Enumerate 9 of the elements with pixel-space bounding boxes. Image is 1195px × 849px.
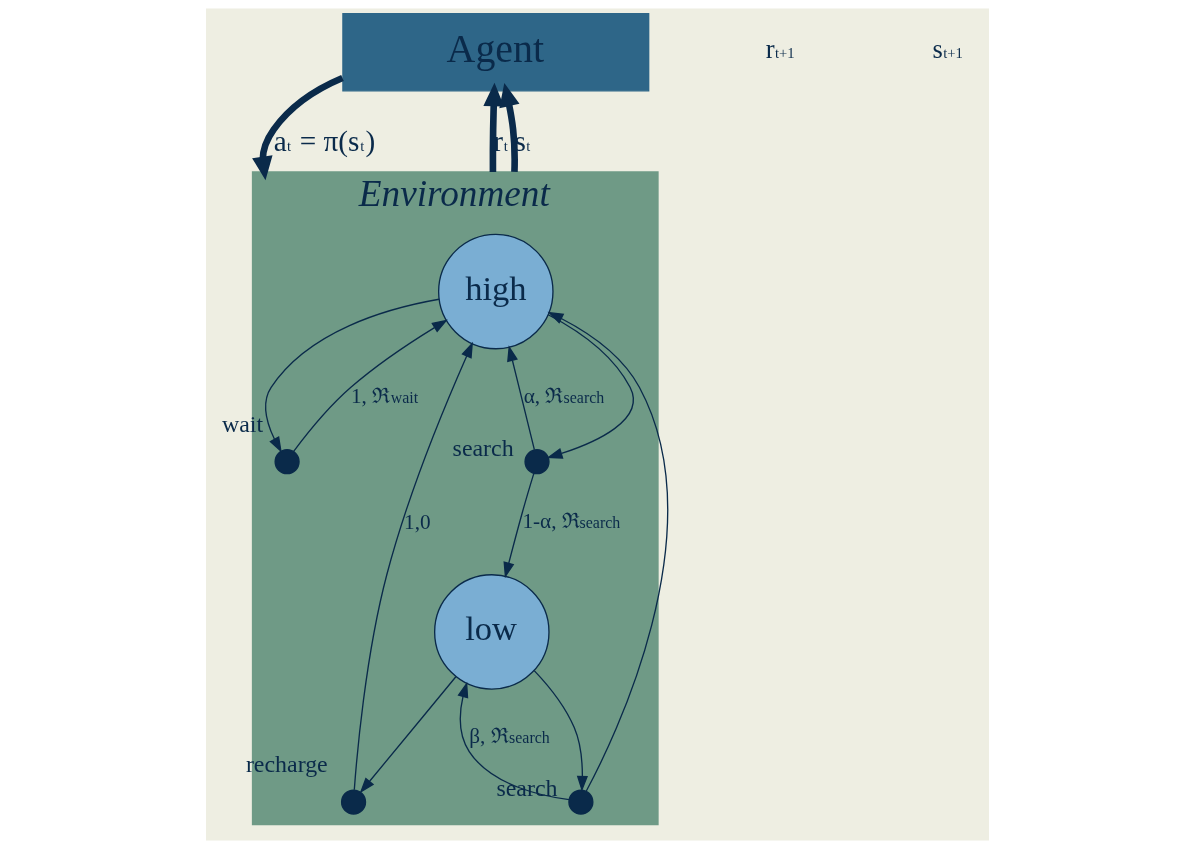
edge-label: 1,0 [404,510,431,535]
edge-label: 1-α, ℜsearch [522,508,621,533]
label: st+1 [932,33,963,64]
edge-label: at = π(st) [273,125,376,158]
edge-label: 1, ℜwait [350,383,419,408]
label: rt+1 [765,33,795,64]
node-label: search [452,434,514,461]
edge-label: α, ℜsearch [523,383,605,408]
edge-label: β, ℜsearch [469,724,550,749]
